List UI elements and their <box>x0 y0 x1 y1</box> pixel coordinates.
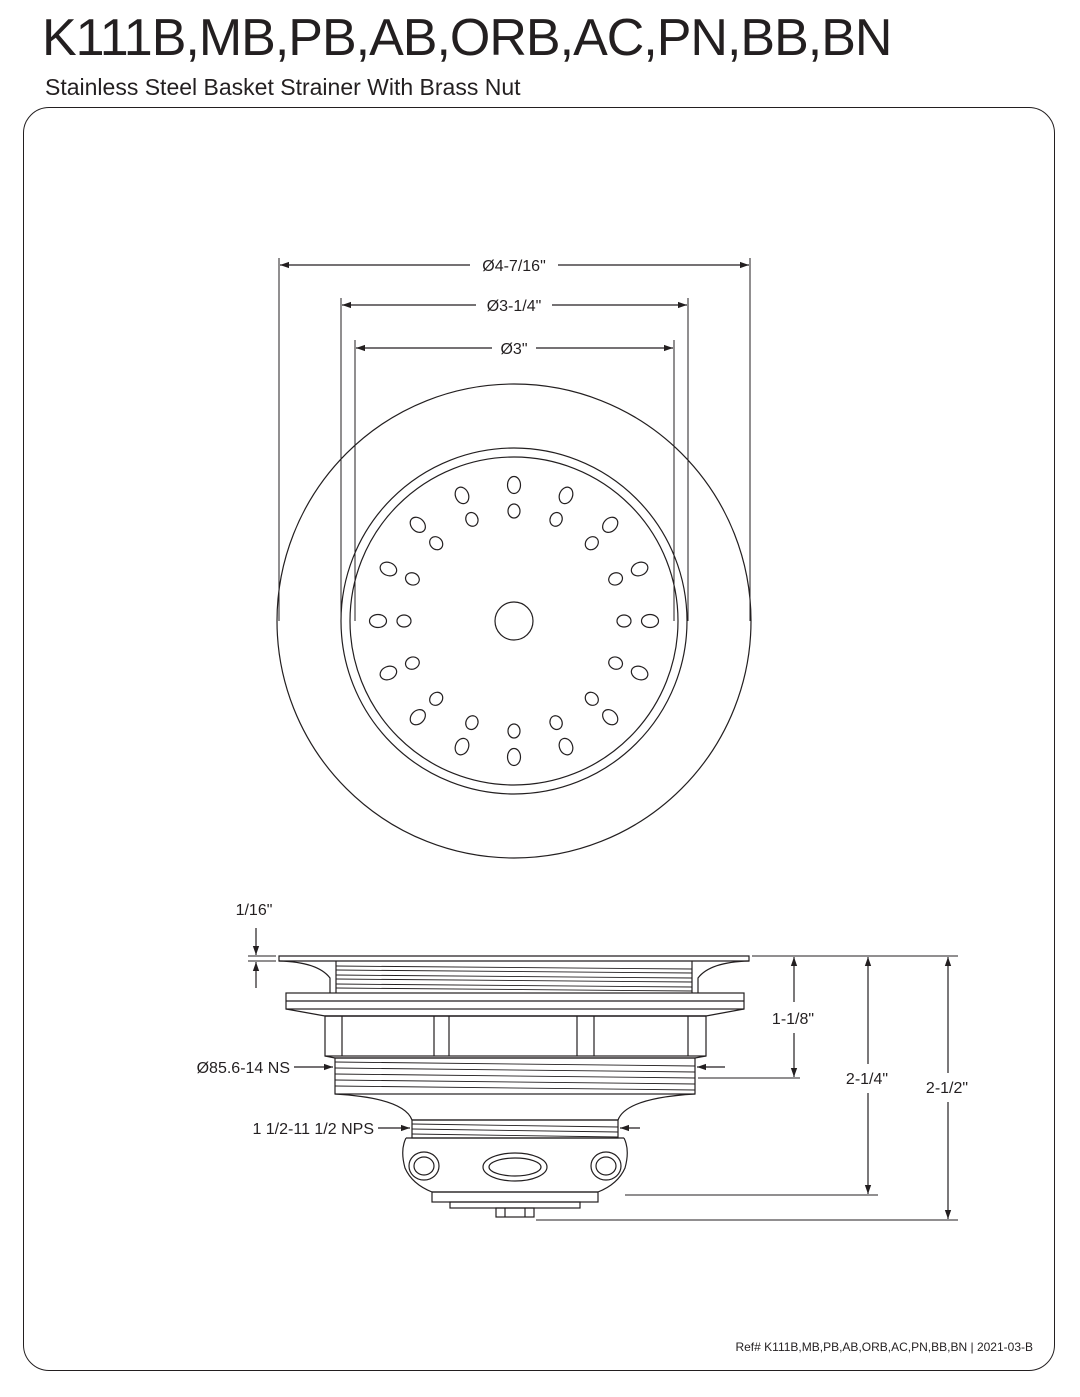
inner-drain-hole <box>507 723 521 739</box>
outer-drain-hole <box>368 613 388 629</box>
outer-drain-hole <box>602 709 619 726</box>
inner-drain-hole <box>465 511 479 527</box>
callout-tail-thread: 1 1/2-11 1/2 NPS <box>252 1121 640 1138</box>
outer-drain-hole <box>558 737 574 756</box>
flange-thickness-label: 1/16" <box>236 902 273 919</box>
inner-drain-hole <box>465 715 479 731</box>
brass-nut <box>324 1015 707 1059</box>
inner-drain-hole <box>584 536 599 551</box>
inner-drain-hole <box>549 511 563 527</box>
inner-drain-hole <box>396 614 412 628</box>
inner-drain-hole <box>429 691 444 706</box>
height-to-basket-label: 2-1/4" <box>846 1071 888 1088</box>
bowl-right-slot <box>590 1151 622 1181</box>
tail-thread-label: 1 1/2-11 1/2 NPS <box>252 1121 374 1138</box>
basket-circle <box>349 456 679 786</box>
drain-holes <box>368 475 660 767</box>
outer-drain-hole <box>558 486 574 505</box>
overall-height-label: 2-1/2" <box>926 1080 968 1097</box>
inner-drain-hole <box>584 691 599 706</box>
page-title: K111B,MB,PB,AB,ORB,AC,PN,BB,BN <box>42 9 892 67</box>
outer-drain-hole <box>379 561 398 577</box>
flange-lip <box>278 955 750 993</box>
callout-body-thread: Ø85.6-14 NS <box>197 1060 725 1077</box>
outer-drain-hole <box>409 516 426 533</box>
outer-drain-hole <box>454 486 470 505</box>
ref-revision: 2021-03-B <box>976 1340 1033 1354</box>
inner-drain-hole <box>549 715 563 731</box>
tail-thread <box>406 1119 624 1139</box>
dimension-basket-diameter: Ø3" <box>356 341 673 358</box>
ref-separator: | <box>970 1340 974 1354</box>
top-view: Ø4-7/16" Ø3-1/4" Ø3" <box>276 258 752 859</box>
body-thread <box>334 1057 696 1095</box>
inner-drain-hole <box>616 614 632 628</box>
outer-diameter-label: Ø4-7/16" <box>482 258 546 275</box>
upper-thread <box>335 965 693 992</box>
ref-models: K111B,MB,PB,AB,ORB,AC,PN,BB,BN <box>764 1340 968 1354</box>
outer-drain-hole <box>409 709 426 726</box>
dimension-height-to-basket: 2-1/4" <box>846 957 888 1194</box>
flange-outer-circle <box>276 383 752 859</box>
inner-drain-hole <box>429 536 444 551</box>
outer-drain-hole <box>379 665 398 681</box>
outer-drain-hole <box>506 475 522 495</box>
ref-label: Ref# <box>735 1340 761 1354</box>
outer-drain-hole <box>630 665 649 681</box>
outer-drain-hole <box>630 561 649 577</box>
height-to-thread-label: 1-1/8" <box>772 1011 814 1028</box>
dimension-outer-diameter: Ø4-7/16" <box>280 258 749 275</box>
body-diameter-label: Ø3-1/4" <box>487 298 542 315</box>
inner-drain-hole <box>404 656 420 670</box>
inner-drain-hole <box>507 503 521 519</box>
inner-drain-hole <box>404 572 420 586</box>
basket-diameter-label: Ø3" <box>500 341 527 358</box>
inner-drain-hole <box>608 572 624 586</box>
page-subtitle: Stainless Steel Basket Strainer With Bra… <box>45 74 521 100</box>
dimension-overall-height: 2-1/2" <box>926 957 968 1219</box>
basket-taper <box>334 1093 696 1121</box>
gasket-plate <box>285 992 745 1017</box>
dimension-height-to-thread: 1-1/8" <box>772 957 814 1077</box>
inner-drain-hole <box>608 656 624 670</box>
outer-drain-hole <box>506 747 522 767</box>
bowl-left-slot <box>408 1151 440 1181</box>
top-view-extension-lines <box>278 258 751 621</box>
drawing-frame <box>23 107 1055 1371</box>
side-view: 1/16" Ø85.6-14 NS 1 1/2-11 1/2 NPS 1-1/8… <box>197 902 968 1221</box>
outer-drain-hole <box>454 737 470 756</box>
side-view-extension-lines <box>536 955 958 1221</box>
bowl-center-slot <box>482 1152 548 1182</box>
dimension-body-diameter: Ø3-1/4" <box>342 298 687 315</box>
body-circle <box>340 447 688 795</box>
dimension-flange-thickness: 1/16" <box>236 902 276 988</box>
basket-bowl <box>402 1137 628 1218</box>
top-view-circles <box>276 383 752 859</box>
reference-line: Ref# K111B,MB,PB,AB,ORB,AC,PN,BB,BN | 20… <box>735 1340 1033 1354</box>
outer-drain-hole <box>602 516 619 533</box>
body-thread-label: Ø85.6-14 NS <box>197 1060 290 1077</box>
outer-drain-hole <box>640 613 660 629</box>
center-post-circle <box>494 601 534 641</box>
